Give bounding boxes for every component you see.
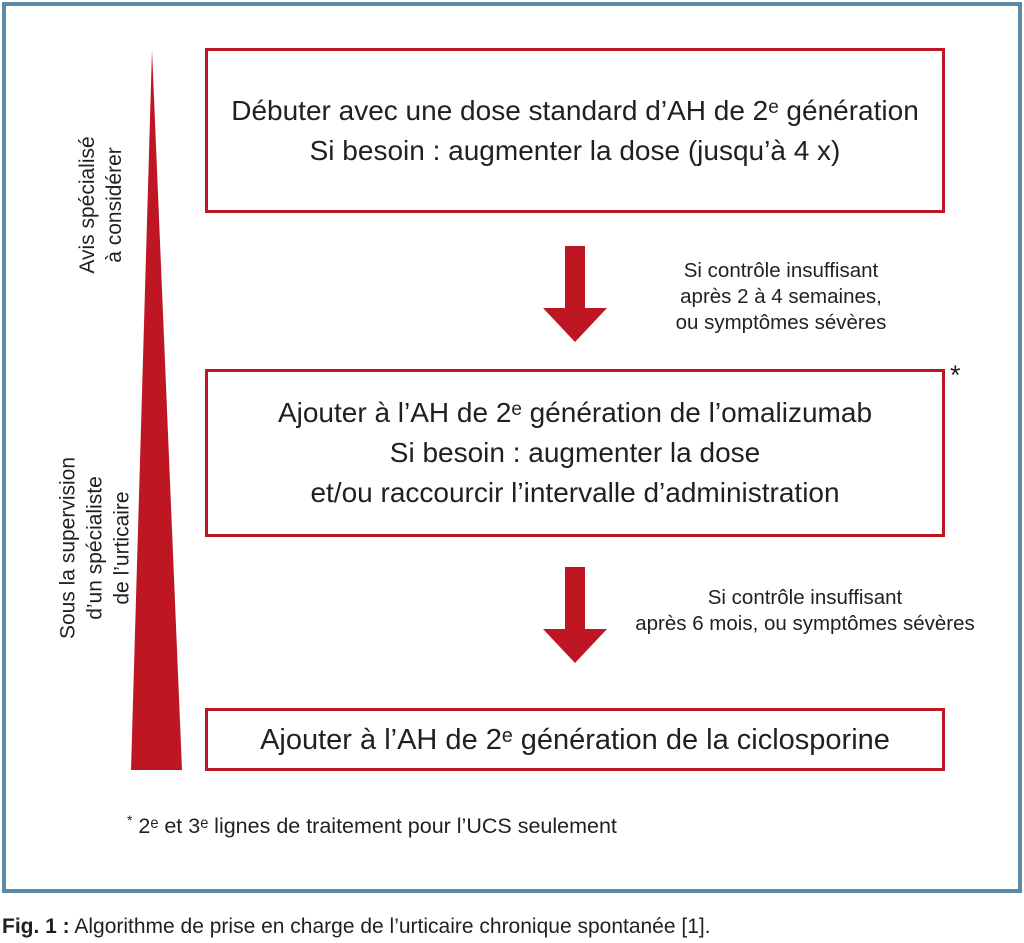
step1-box: Débuter avec une dose standard d’AH de 2… (205, 48, 945, 213)
step1-line: Débuter avec une dose standard d’AH de 2… (231, 94, 919, 126)
arrow2-label-line: après 6 mois, ou symptômes sévères (635, 612, 975, 635)
footnote-asterisk: * (127, 812, 133, 828)
side-label-line: à considérer (103, 147, 126, 263)
step3-line: Ajouter à l’AH de 2ᵉ génération de la ci… (260, 723, 890, 756)
arrow1-label-line: ou symptômes sévères (675, 311, 887, 334)
side-label-line: d’un spécialiste (83, 476, 107, 620)
step2-line: et/ou raccourcir l’intervalle d’administ… (310, 477, 840, 508)
side-label-specialist-supervision: Sous la supervision d’un spécialiste de … (55, 457, 136, 639)
footnote: * 2ᵉ et 3ᵉ lignes de traitement pour l’U… (127, 812, 617, 839)
asterisk-marker: * (950, 360, 961, 390)
arrow2-label-line: Si contrôle insuffisant (707, 586, 903, 609)
step1-line: Si besoin : augmenter la dose (jusqu’à 4… (309, 134, 841, 166)
down-arrow-icon (543, 246, 607, 342)
arrow1-label-line: Si contrôle insuffisant (683, 259, 879, 282)
step2-line: Ajouter à l’AH de 2ᵉ génération de l’oma… (277, 397, 873, 428)
figure-caption-label: Fig. 1 : (2, 915, 70, 938)
side-label-line: Sous la supervision (56, 456, 80, 640)
step3-box: Ajouter à l’AH de 2ᵉ génération de la ci… (205, 708, 945, 771)
side-label-specialist-advice: Avis spécialisé à considérer (74, 136, 128, 273)
arrow1-label: Si contrôle insuffisant après 2 à 4 sema… (631, 258, 931, 336)
footnote-text: 2ᵉ et 3ᵉ lignes de traitement pour l’UCS… (132, 814, 617, 839)
arrow1-label-line: après 2 à 4 semaines, (680, 285, 882, 308)
step2-box: Ajouter à l’AH de 2ᵉ génération de l’oma… (205, 369, 945, 537)
step2-line: Si besoin : augmenter la dose (389, 437, 761, 468)
side-label-line: de l’urticaire (110, 491, 134, 605)
down-arrow-icon (543, 567, 607, 663)
figure-caption-text: Algorithme de prise en charge de l’urtic… (69, 915, 711, 938)
arrow2-label: Si contrôle insuffisant après 6 mois, ou… (620, 585, 990, 637)
side-label-line: Avis spécialisé (76, 136, 99, 274)
figure-caption: Fig. 1 : Algorithme de prise en charge d… (2, 915, 711, 939)
